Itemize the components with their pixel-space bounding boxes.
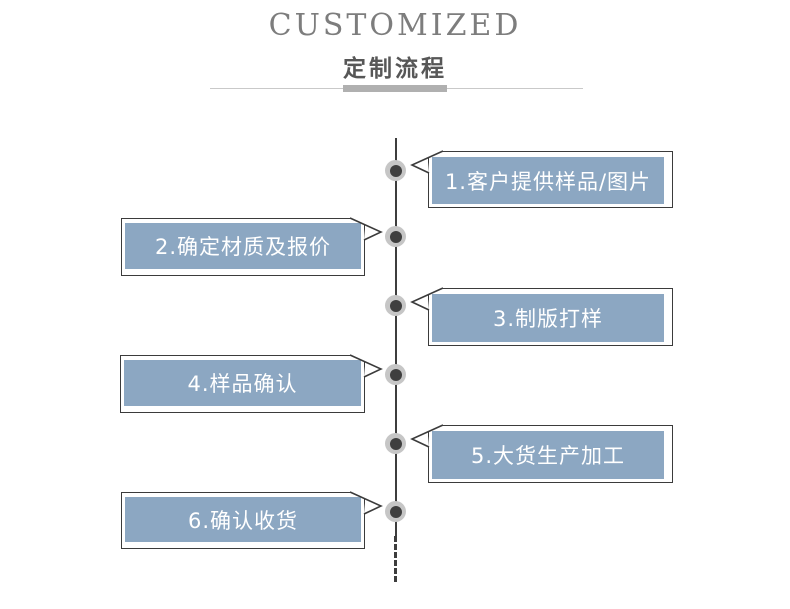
timeline-line-dashed-end [394, 536, 397, 582]
step-label: 1.客户提供样品/图片 [432, 157, 664, 204]
step-label: 3.制版打样 [432, 294, 664, 342]
step-label: 4.样品确认 [124, 360, 361, 406]
callout-tail-icon [410, 424, 444, 448]
step-label: 2.确定材质及报价 [125, 223, 361, 269]
page-subtitle: 定制流程 [343, 56, 447, 82]
timeline-dot-6 [385, 501, 406, 522]
callout-tail-icon [349, 491, 383, 515]
callout-tail-icon [410, 287, 444, 311]
callout-tail-icon [349, 354, 383, 378]
timeline-dot-4 [385, 364, 406, 385]
timeline-dot-5 [385, 433, 406, 454]
timeline-dot-2 [385, 226, 406, 247]
step-box-1: 1.客户提供样品/图片 [410, 150, 673, 208]
step-box-2: 2.确定材质及报价 [121, 217, 383, 276]
step-label: 6.确认收货 [125, 497, 361, 542]
step-box-6: 6.确认收货 [121, 491, 383, 549]
page-title: CUSTOMIZED [268, 8, 522, 43]
callout-tail-icon [349, 217, 383, 241]
step-box-4: 4.样品确认 [120, 354, 383, 413]
step-box-3: 3.制版打样 [410, 287, 673, 346]
timeline-line [395, 138, 397, 536]
step-box-5: 5.大货生产加工 [410, 424, 673, 483]
timeline-dot-1 [385, 160, 406, 181]
step-label: 5.大货生产加工 [432, 431, 664, 479]
timeline-dot-3 [385, 295, 406, 316]
callout-tail-icon [410, 150, 444, 174]
divider-accent-bar [343, 85, 447, 92]
